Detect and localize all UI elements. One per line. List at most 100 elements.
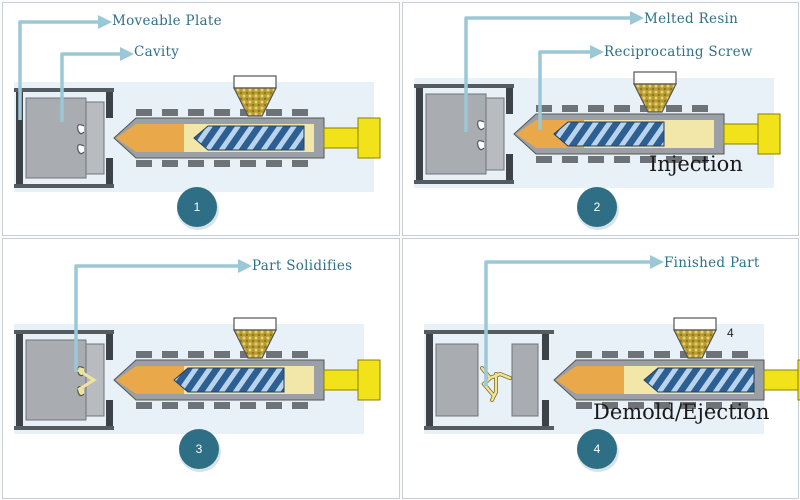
plunger-block (357, 359, 381, 401)
cavity-lower (477, 140, 485, 151)
arrow-melted-resin-line (464, 16, 630, 132)
frame-post-right-bottom (542, 400, 549, 426)
heater-band (266, 109, 282, 116)
step-badge-2-label: 2 (594, 200, 601, 214)
plunger-block (797, 359, 800, 401)
frame-post-right-bottom (106, 158, 113, 184)
hopper-lid (233, 75, 277, 89)
frame-post-left (16, 92, 23, 184)
heater-band (614, 156, 630, 163)
step-badge-4: 4 (577, 429, 619, 472)
frame-post-right-top (506, 88, 513, 114)
hopper (233, 329, 277, 359)
hopper (233, 87, 277, 117)
step-badge-1-circle (177, 187, 217, 227)
frame-post-right-bottom (106, 400, 113, 426)
hopper (633, 83, 677, 113)
plunger-block (357, 117, 381, 159)
step-badge-4-circle (577, 429, 617, 469)
heater-band (292, 109, 308, 116)
frame-post-left (416, 88, 423, 180)
reciprocating-screw (553, 121, 665, 147)
cavity-upper (477, 120, 485, 131)
step-badge-2: 2 (577, 187, 619, 230)
frame-top (424, 330, 554, 334)
heater-band (588, 105, 604, 112)
frame-top (14, 330, 114, 334)
heater-band (628, 402, 644, 409)
plunger-block (757, 113, 781, 155)
frame-base (414, 180, 514, 184)
arrow-reciprocating-screw-line (538, 50, 590, 130)
machine-step-4 (424, 317, 800, 434)
arrow-cavity-line (60, 52, 120, 122)
arrow-finished-part (484, 255, 664, 386)
heater-band (292, 160, 308, 167)
fixed-plate (85, 101, 105, 175)
step-badge-4-label: 4 (594, 442, 601, 456)
fixed-plate (511, 343, 539, 417)
melt-zone (556, 366, 624, 394)
frame-base (14, 184, 114, 188)
heater-band (188, 160, 204, 167)
heater-band (680, 402, 696, 409)
heater-band (588, 156, 604, 163)
frame-top (14, 88, 114, 92)
arrow-part-solidifies-head (238, 259, 252, 273)
heater-band (162, 109, 178, 116)
arrow-melted-resin-head (630, 11, 644, 25)
arrow-finished-part-head (650, 255, 664, 269)
frame-post-right-top (542, 334, 549, 360)
hopper (673, 329, 717, 359)
arrow-part-solidifies (74, 259, 252, 372)
heater-band (602, 402, 618, 409)
heater-band (214, 109, 230, 116)
plunger-rod (323, 127, 359, 149)
heater-band (136, 109, 152, 116)
machine-step-3 (14, 317, 381, 434)
machine-step-2 (414, 71, 781, 188)
reciprocating-screw (193, 125, 305, 151)
heater-band (536, 156, 552, 163)
heater-band (188, 402, 204, 409)
arrow-cavity (60, 47, 134, 122)
plunger-rod (323, 369, 359, 391)
heater-band (162, 160, 178, 167)
cavity-lower (77, 144, 85, 155)
heater-band (214, 402, 230, 409)
heater-band (692, 105, 708, 112)
arrow-moveable-plate (18, 15, 112, 120)
hopper-lid (673, 317, 717, 331)
arrow-melted-resin (464, 11, 644, 132)
heater-band (214, 160, 230, 167)
heater-band (136, 351, 152, 358)
heater-band (706, 351, 722, 358)
step-badge-3-label: 3 (196, 442, 203, 456)
arrow-reciprocating-screw-head (590, 45, 604, 59)
step-badge-3-circle (179, 429, 219, 469)
hopper-lid (633, 71, 677, 85)
heater-band (266, 351, 282, 358)
callout-reciprocating-screw: Reciprocating Screw (604, 44, 753, 60)
callout-cavity: Cavity (134, 44, 180, 60)
heater-band (654, 402, 670, 409)
arrow-cavity-head (120, 47, 134, 61)
heater-band (266, 160, 282, 167)
frame-post-left (426, 334, 433, 426)
heater-band (188, 109, 204, 116)
heater-band (602, 351, 618, 358)
heater-band (162, 402, 178, 409)
arrow-part-solidifies-line (74, 264, 238, 372)
frame-base (14, 426, 114, 430)
heater-band (640, 156, 656, 163)
heater-band (536, 105, 552, 112)
callout-finished-part: Finished Part (664, 255, 760, 271)
heater-band (162, 351, 178, 358)
heater-band (732, 402, 748, 409)
heater-band (136, 402, 152, 409)
melt-zone (116, 366, 184, 394)
heater-band (188, 351, 204, 358)
heater-band (576, 351, 592, 358)
